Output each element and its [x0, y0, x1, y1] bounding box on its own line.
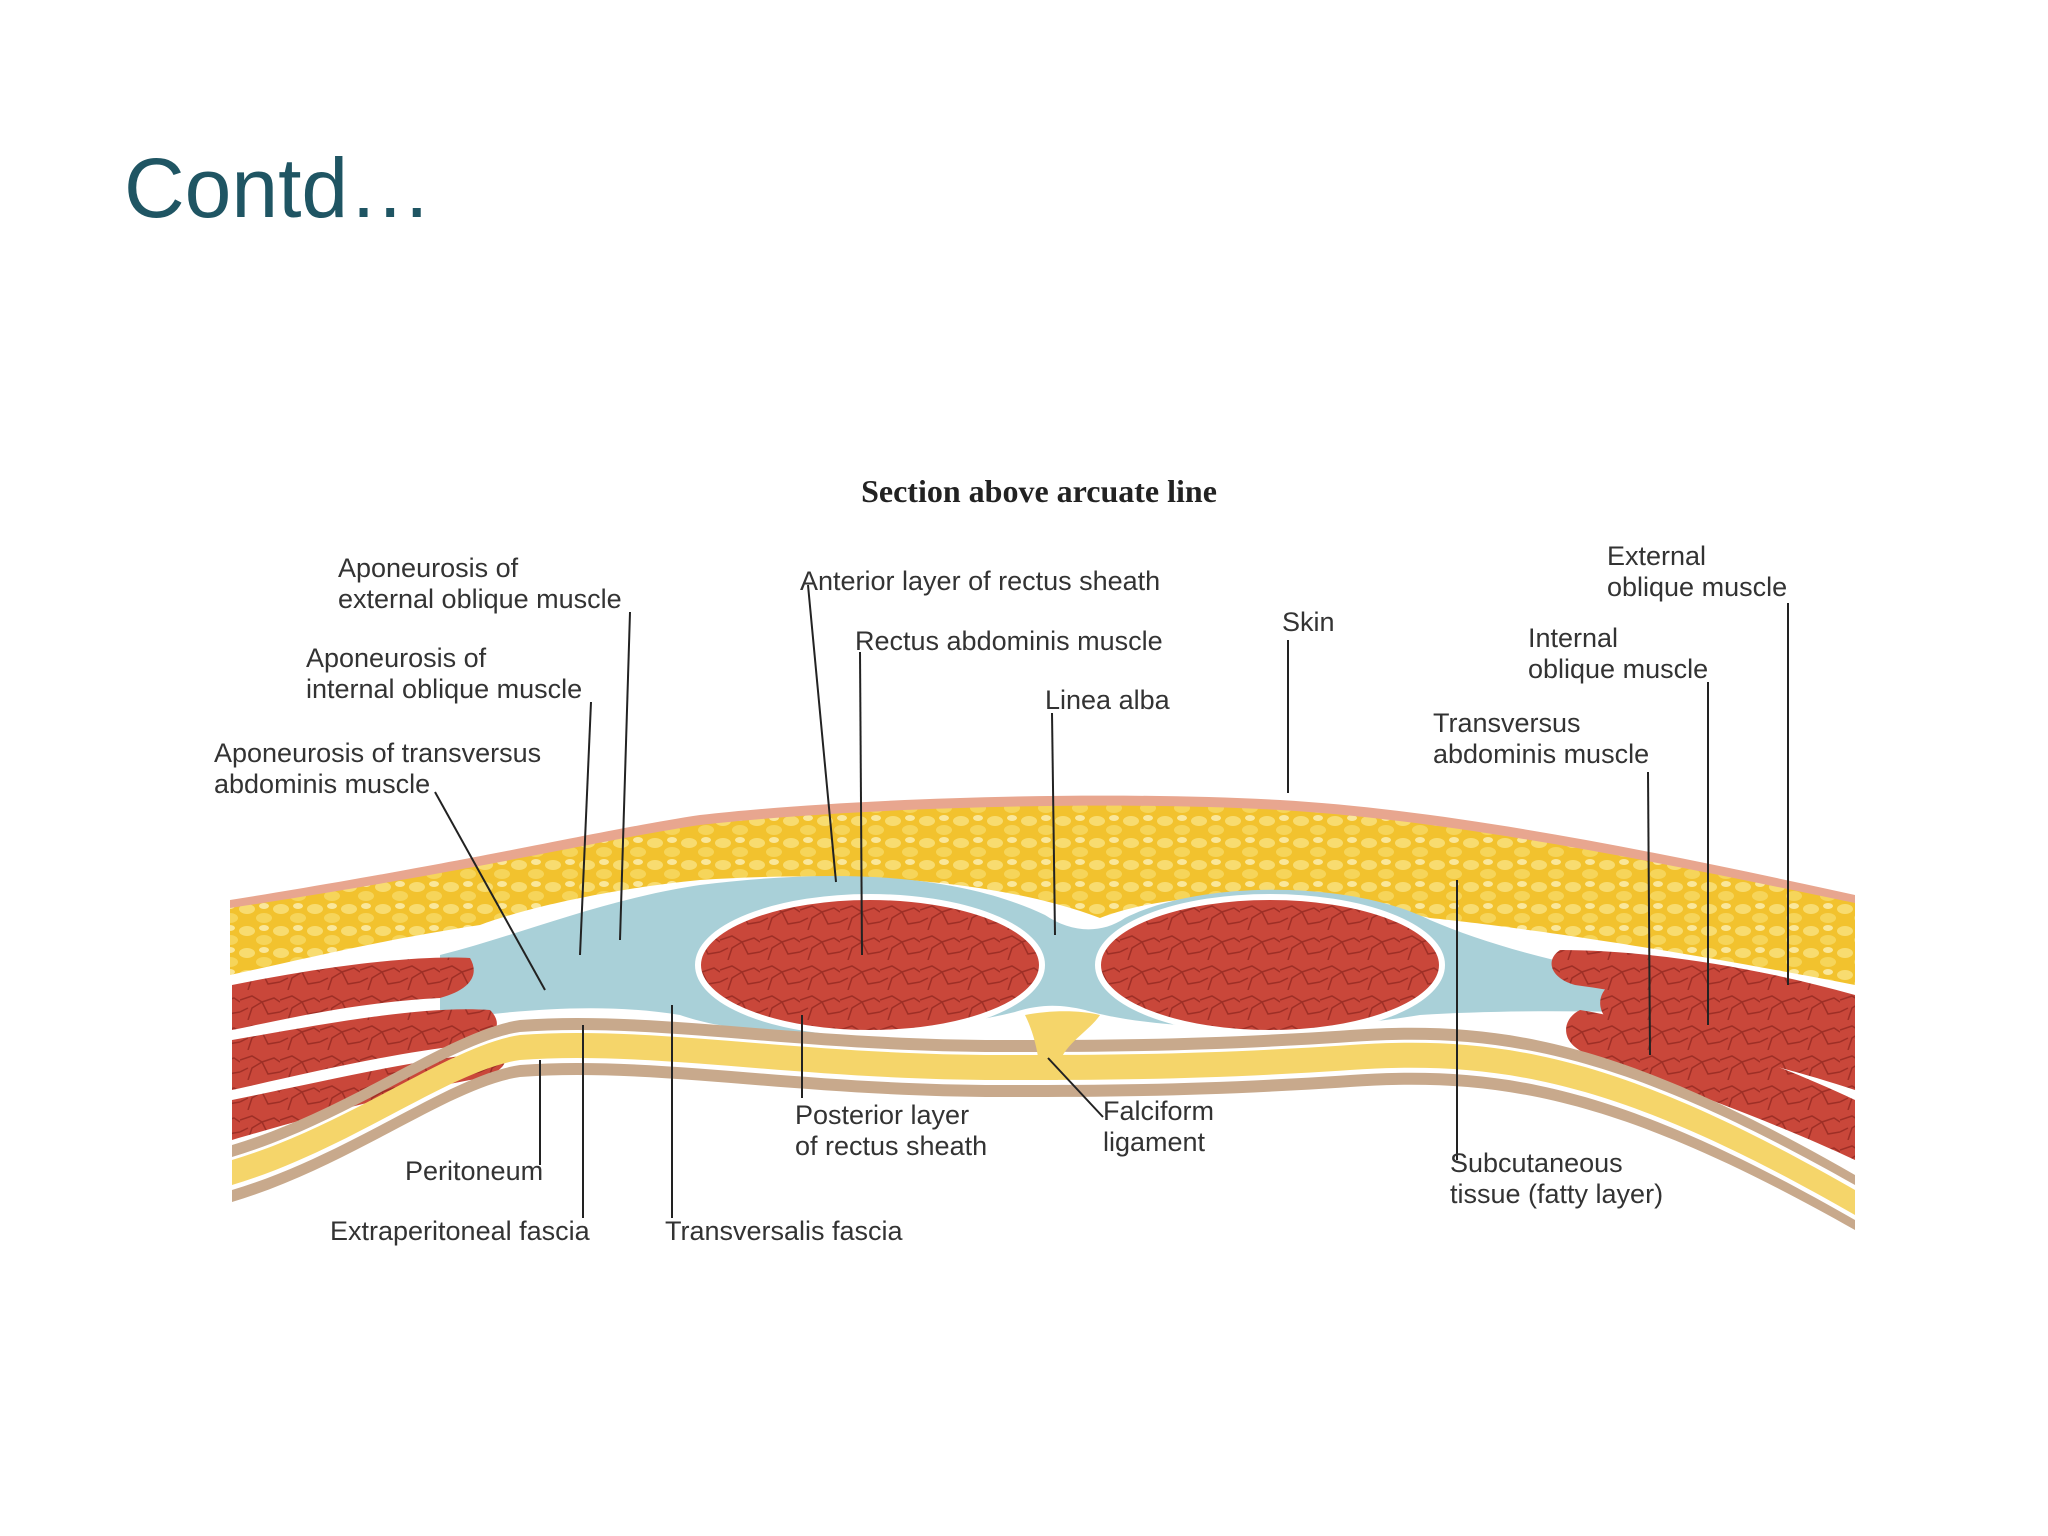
- label-anterior-layer-rectus-sheath: Anterior layer of rectus sheath: [800, 566, 1161, 596]
- right-internal-oblique: [1600, 985, 1855, 1090]
- label-extraperitoneal-fascia: Extraperitoneal fascia: [330, 1216, 590, 1246]
- label-transversalis-fascia: Transversalis fascia: [665, 1216, 903, 1246]
- falciform-ligament: [1025, 1011, 1100, 1080]
- left-internal-oblique: [232, 1009, 497, 1090]
- figure-title: Section above arcuate line: [861, 473, 1217, 509]
- label-peritoneum: Peritoneum: [405, 1156, 544, 1186]
- slide-title: Contd…: [124, 141, 433, 235]
- right-transversus: [1566, 1010, 1855, 1160]
- label-linea-alba: Linea alba: [1045, 685, 1170, 715]
- left-external-oblique: [232, 957, 474, 1030]
- label-skin: Skin: [1282, 607, 1335, 637]
- label-rectus-abdominis: Rectus abdominis muscle: [855, 626, 1163, 656]
- peritoneum-band: [232, 1062, 1855, 1230]
- rectus-muscle-right: [1095, 894, 1445, 1036]
- leader-lines: [434, 584, 1789, 1218]
- rectus-muscle-left: [695, 894, 1045, 1036]
- skin-layer: [230, 795, 1855, 910]
- fat-layer: [230, 805, 1855, 985]
